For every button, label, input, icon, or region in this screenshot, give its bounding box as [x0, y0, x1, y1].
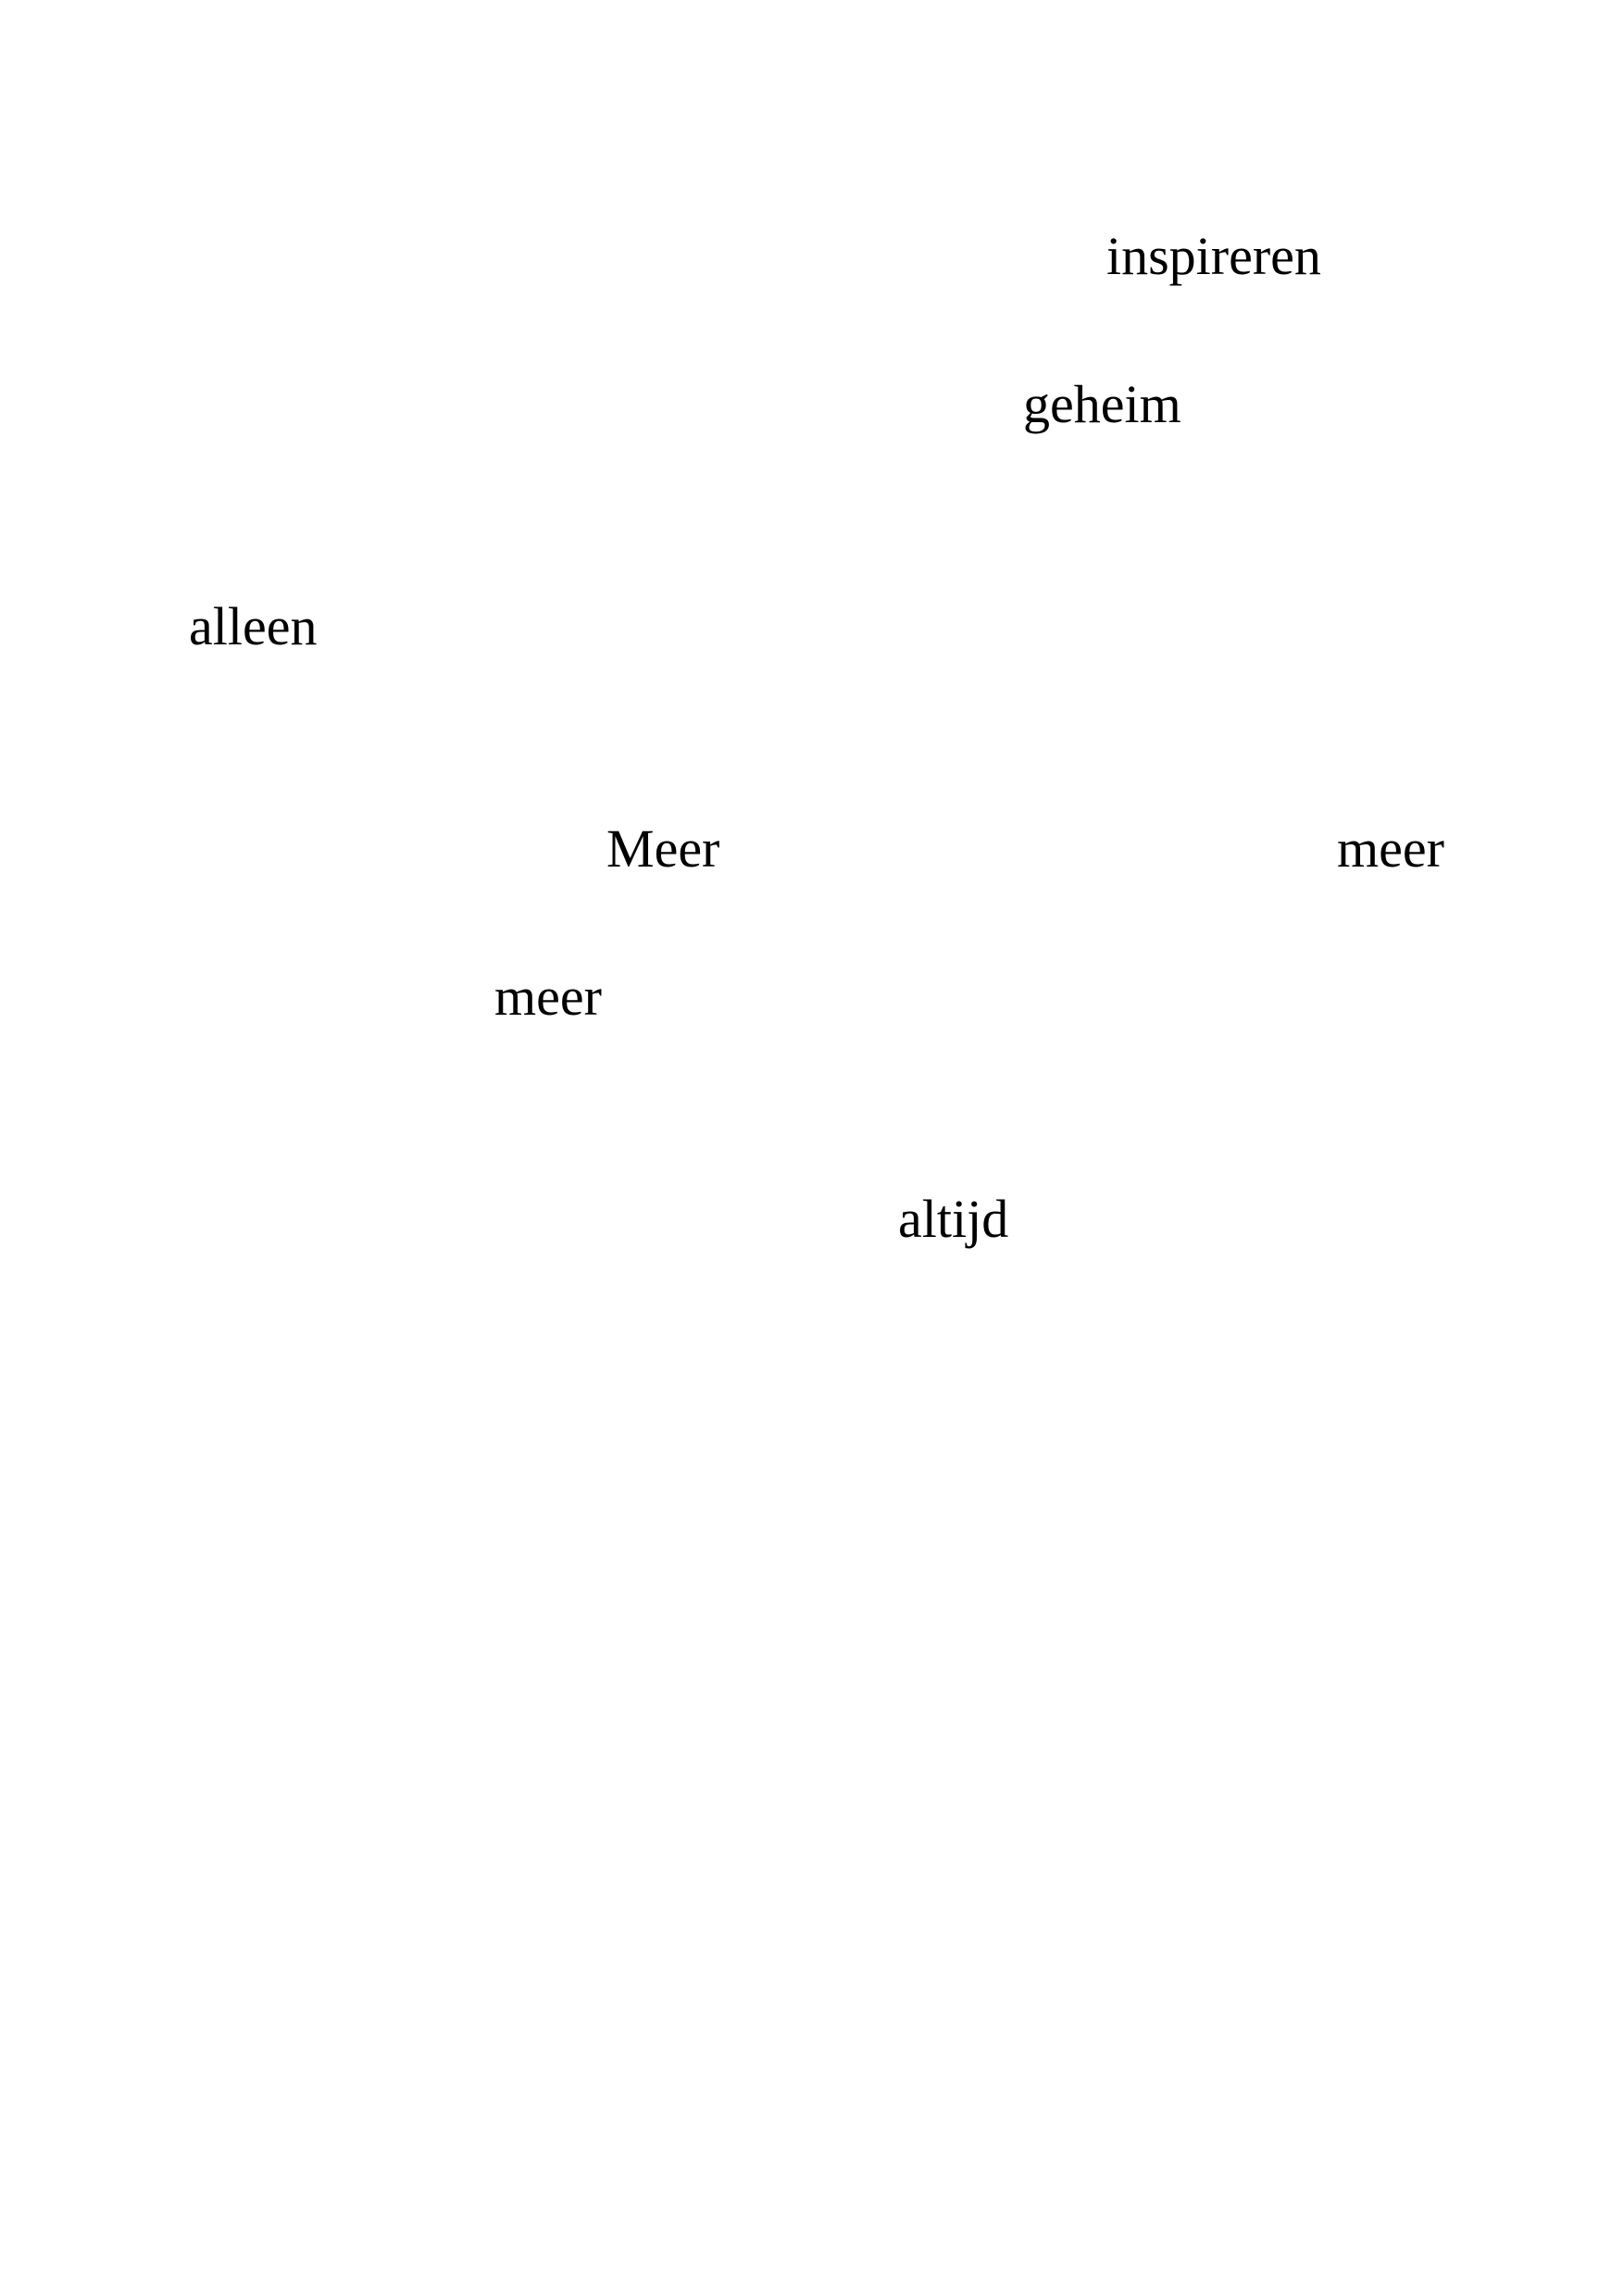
word-geheim: geheim — [1023, 374, 1181, 434]
word-altijd: altijd — [898, 1189, 1009, 1249]
word-meer-capitalized: Meer — [606, 818, 720, 879]
word-alleen: alleen — [189, 596, 318, 656]
word-meer-right: meer — [1337, 818, 1444, 879]
word-inspireren: inspireren — [1106, 226, 1321, 286]
word-meer-left: meer — [494, 967, 602, 1027]
